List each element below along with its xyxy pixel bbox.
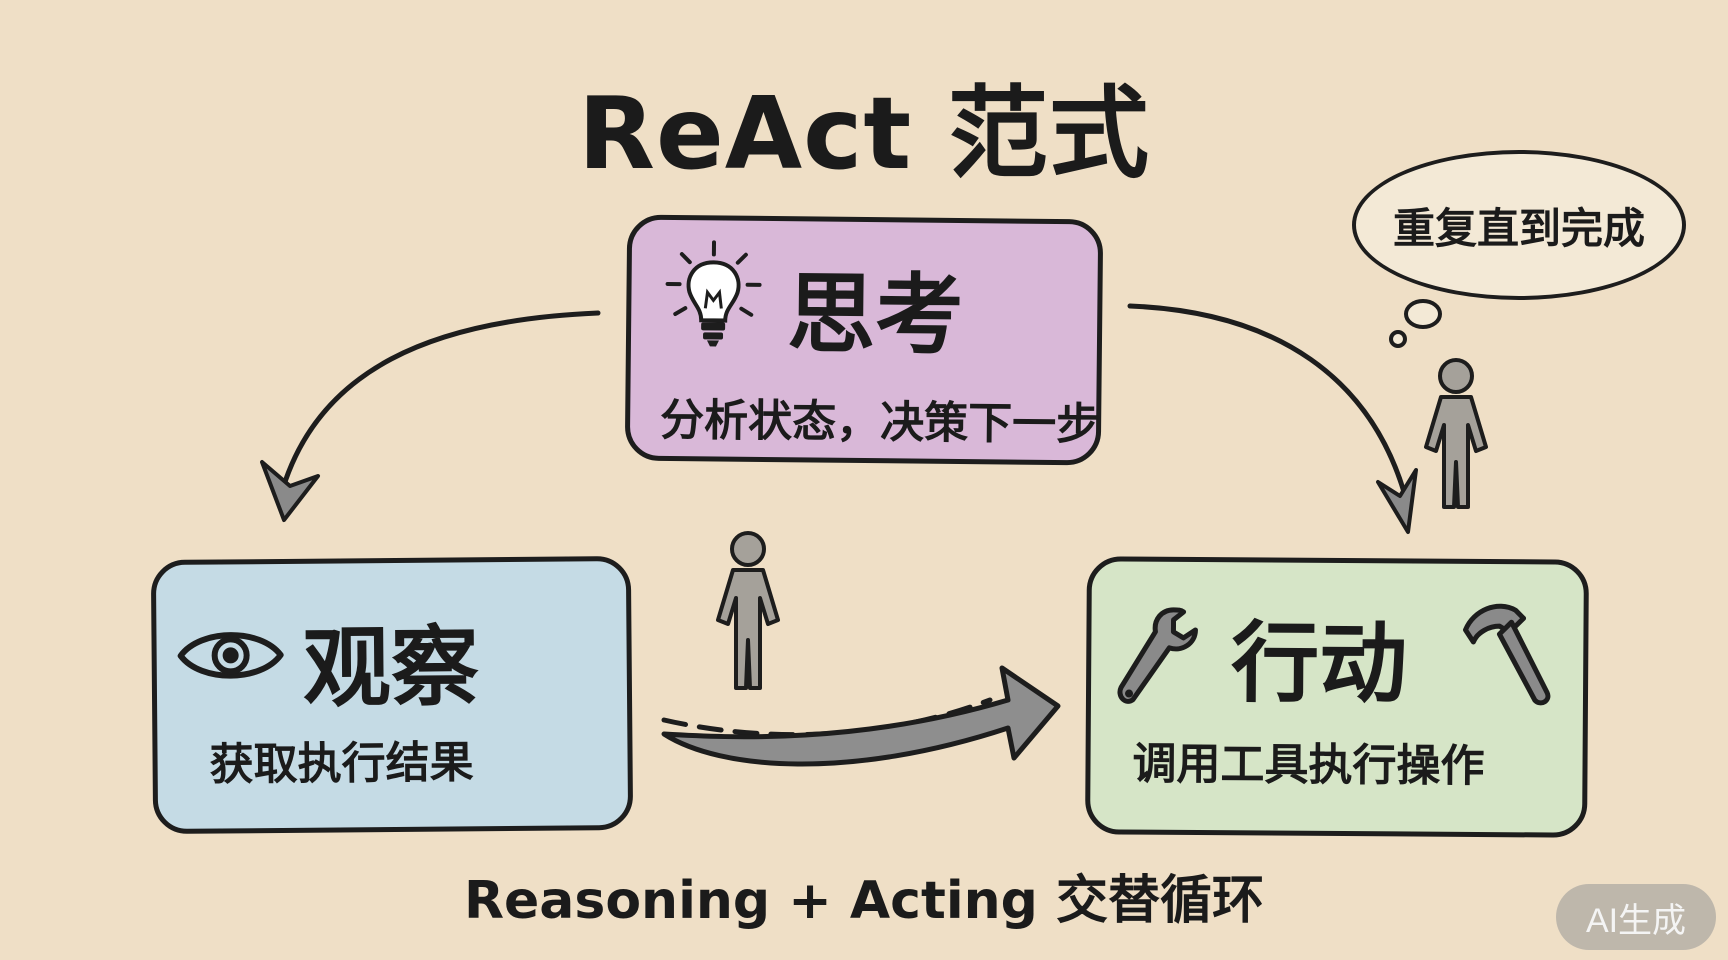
ai-generated-badge: AI生成 [1556, 884, 1716, 950]
act-subtitle: 调用工具执行操作 [1132, 738, 1485, 793]
eye-icon [177, 632, 284, 679]
arrow-observe-to-act [661, 665, 1061, 767]
act-title: 行动 [1230, 611, 1408, 716]
person-figure-center [716, 531, 780, 690]
observe-subtitle: 获取执行结果 [209, 737, 474, 791]
thought-bubble-trail [1389, 299, 1442, 348]
thought-bubble: 重复直到完成 [1352, 150, 1686, 300]
arrow-think-to-observe [260, 310, 601, 522]
node-act: 行动 调用工具执行操作 [1085, 556, 1589, 838]
person-figure-right [1424, 358, 1488, 509]
node-think: 思考 分析状态，决策下一步 [624, 214, 1104, 466]
observe-title: 观察 [302, 615, 480, 720]
lightbulb-icon [665, 240, 762, 347]
thought-bubble-text: 重复直到完成 [1392, 203, 1645, 253]
arrow-think-to-act [1127, 303, 1418, 534]
diagram-title: ReAct 范式 [577, 75, 1151, 192]
footer-caption: Reasoning + Acting 交替循环 [463, 871, 1265, 931]
node-observe: 观察 获取执行结果 [150, 555, 634, 835]
think-subtitle: 分析状态，决策下一步 [659, 394, 1101, 451]
wrench-icon [1117, 607, 1198, 704]
hammer-icon [1462, 603, 1551, 706]
think-title: 思考 [786, 262, 964, 368]
